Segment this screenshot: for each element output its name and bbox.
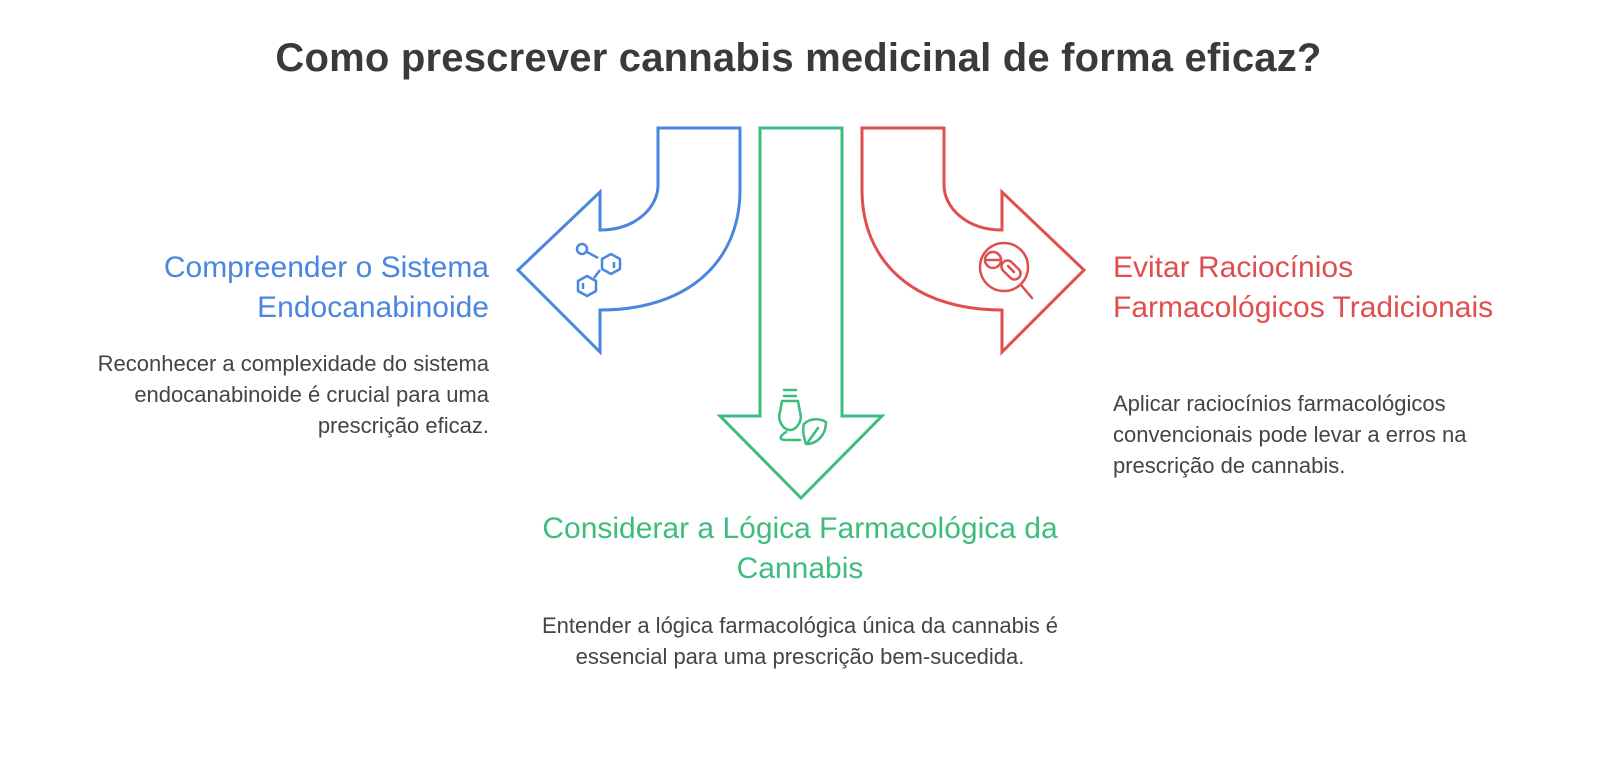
lightbulb-leaf-icon bbox=[778, 388, 828, 446]
arrow-left bbox=[515, 126, 742, 356]
description-pharmacological-logic: Entender a lógica farmacológica única da… bbox=[541, 613, 1059, 669]
arrow-right bbox=[860, 126, 1087, 356]
arrow-down bbox=[716, 126, 886, 501]
heading-pharmacological-logic: Considerar a Lógica Farmacológica da Can… bbox=[542, 512, 1058, 585]
description-endocannabinoid: Reconhecer a complexidade do sistema end… bbox=[97, 351, 489, 438]
description-avoid-traditional: Aplicar raciocínios farmacológicos conve… bbox=[1113, 391, 1467, 478]
heading-endocannabinoid: Compreender o Sistema Endocanabinoide bbox=[163, 251, 489, 324]
no-pills-icon bbox=[978, 241, 1034, 300]
page-title: Como prescrever cannabis medicinal de fo… bbox=[275, 36, 1322, 80]
molecule-icon bbox=[575, 242, 622, 298]
heading-avoid-traditional: Evitar Raciocínios Farmacológicos Tradic… bbox=[1113, 251, 1494, 324]
